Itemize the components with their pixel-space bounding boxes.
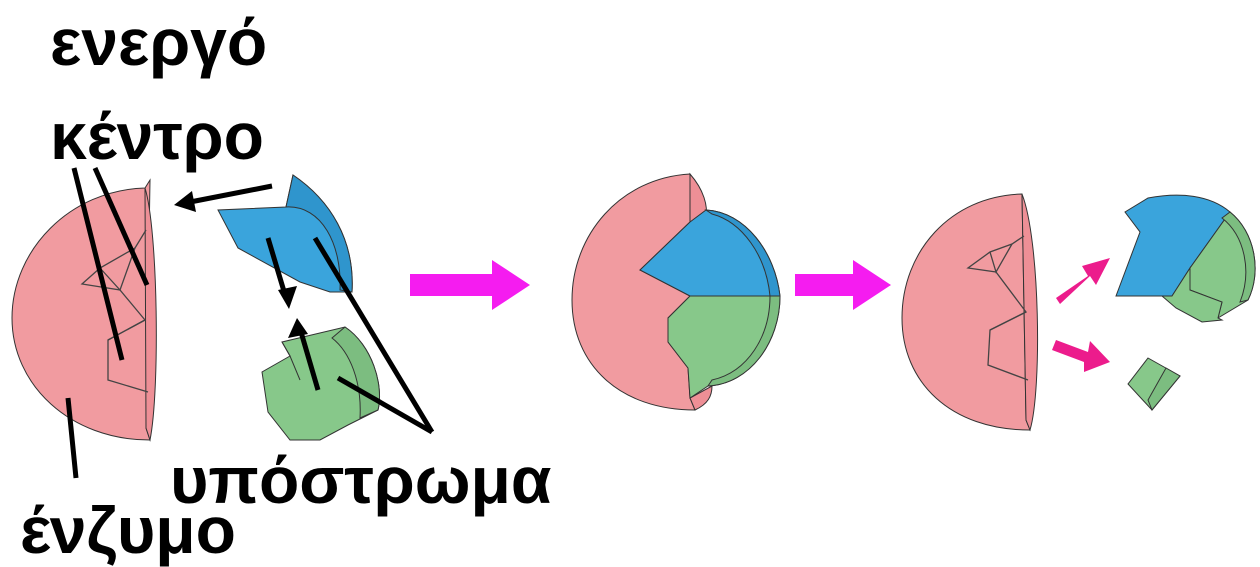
label-active-site-line2: κέντρο (50, 99, 264, 173)
product-fragment (1128, 358, 1180, 410)
release-arrow-up (1056, 258, 1110, 304)
release-arrow-down (1052, 340, 1110, 372)
process-arrow-1 (410, 260, 530, 310)
enzyme-free (12, 180, 156, 440)
substrate-green-free (262, 327, 380, 440)
enzyme-substrate-complex (572, 174, 780, 410)
process-arrow-2 (795, 260, 891, 310)
label-active-site-line1: ενεργό (50, 5, 268, 79)
arrowhead-down (278, 286, 297, 309)
label-pointer-lines (68, 168, 432, 478)
label-enzyme: ένζυμο (20, 493, 236, 567)
enzyme-released (902, 194, 1038, 430)
enzyme-body-2 (902, 194, 1030, 430)
complex-enzyme-body (572, 174, 695, 410)
enzyme-cut-face (145, 188, 156, 440)
product-joined (1116, 195, 1255, 322)
arrowhead-up (288, 318, 308, 338)
enzyme-body (12, 180, 150, 440)
approach-arrows (174, 186, 318, 390)
substrate-blue-free (218, 175, 352, 292)
arrowhead-to-enzyme (174, 191, 196, 212)
label-substrate: υπόστρωμα (170, 443, 552, 517)
release-arrows (1052, 258, 1110, 372)
